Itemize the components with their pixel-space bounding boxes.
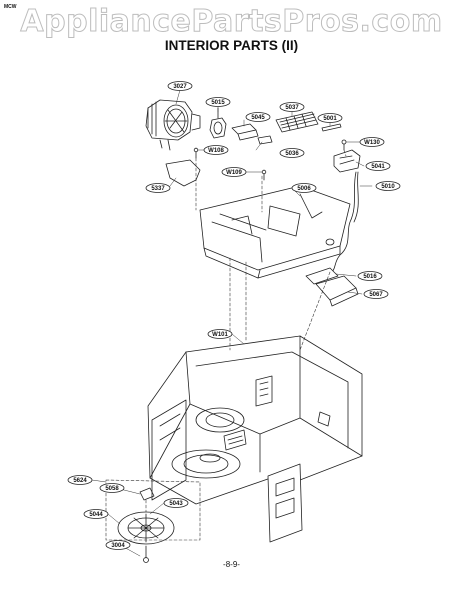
svg-text:5037: 5037 <box>285 105 299 111</box>
base-plate-5006 <box>199 185 351 279</box>
callout-5036: 5036 <box>279 148 305 158</box>
svg-text:5624: 5624 <box>73 478 87 484</box>
svg-text:5015: 5015 <box>211 100 225 106</box>
callout-W108: W108 <box>203 145 229 155</box>
callout-W130: W130 <box>359 137 385 147</box>
callout-5043: 5043 <box>163 498 189 508</box>
callout-5067: 5067 <box>363 289 389 299</box>
filter-5037 <box>275 111 319 133</box>
lamp-socket-5015 <box>209 107 227 139</box>
callout-leaders <box>91 89 373 557</box>
callout-5001: 5001 <box>317 113 343 123</box>
bracket-5045 <box>231 123 259 141</box>
callout-3004: 3004 <box>105 540 131 550</box>
page-number: -8-9- <box>223 560 240 569</box>
switch-5041 <box>333 149 361 173</box>
svg-text:5016: 5016 <box>363 274 377 280</box>
corner-model-label: MCW <box>4 4 17 10</box>
callout-5044: 5044 <box>83 509 109 519</box>
callout-5015: 5015 <box>205 97 231 107</box>
fan-motor-3027 <box>145 99 201 151</box>
wire-harness-5010 <box>331 171 359 273</box>
svg-text:5058: 5058 <box>105 486 119 492</box>
fastener-3004 <box>143 545 149 563</box>
part-5036 <box>257 135 273 145</box>
svg-text:5006: 5006 <box>297 186 311 192</box>
page-title: INTERIOR PARTS (II) <box>164 38 299 53</box>
callout-5006: 5006 <box>291 183 317 193</box>
callout-5337: 5337 <box>145 183 171 193</box>
svg-text:5036: 5036 <box>285 151 299 157</box>
oven-cavity <box>147 335 363 543</box>
clip-5058 <box>139 487 155 501</box>
screw-W130 <box>341 139 347 151</box>
callout-W101: W101 <box>207 329 233 339</box>
svg-text:W108: W108 <box>208 148 224 154</box>
svg-text:W101: W101 <box>212 332 228 338</box>
svg-text:5337: 5337 <box>151 186 165 192</box>
callout-5037: 5037 <box>279 102 305 112</box>
svg-text:5043: 5043 <box>169 501 183 507</box>
rod-5001 <box>321 123 342 132</box>
callout-5045: 5045 <box>245 112 271 122</box>
callout-5010: 5010 <box>375 181 401 191</box>
screw-W109 <box>261 169 267 181</box>
svg-text:5010: 5010 <box>381 184 395 190</box>
callout-5041: 5041 <box>365 161 391 171</box>
callout-5058: 5058 <box>99 483 125 493</box>
watermark-text: AppliancePartsPros.com <box>20 4 443 40</box>
svg-text:5067: 5067 <box>369 292 383 298</box>
callout-5016: 5016 <box>357 271 383 281</box>
svg-text:5001: 5001 <box>323 116 337 122</box>
svg-text:5045: 5045 <box>251 115 265 121</box>
svg-text:5044: 5044 <box>89 512 103 518</box>
callout-W109: W109 <box>221 167 247 177</box>
callout-3027: 3027 <box>167 81 193 91</box>
plate-5337 <box>165 159 201 187</box>
screw-W108 <box>193 147 199 159</box>
callout-5624: 5624 <box>67 475 93 485</box>
stirrer-5043 <box>117 511 175 545</box>
svg-text:W109: W109 <box>226 170 242 176</box>
svg-text:W130: W130 <box>364 140 380 146</box>
svg-text:3027: 3027 <box>173 84 187 90</box>
svg-text:5041: 5041 <box>371 164 385 170</box>
svg-text:3004: 3004 <box>111 543 125 549</box>
